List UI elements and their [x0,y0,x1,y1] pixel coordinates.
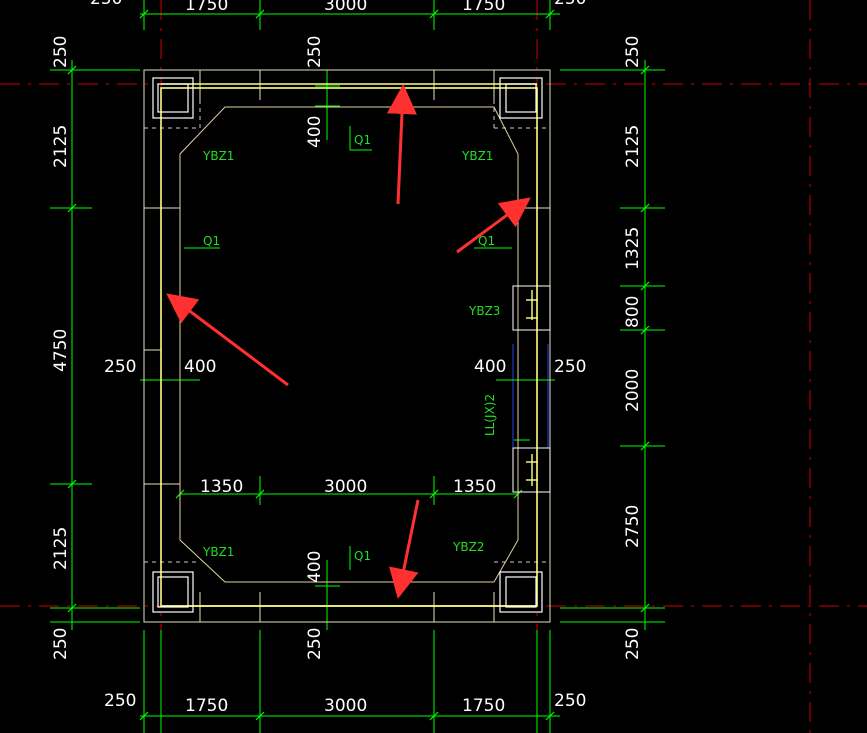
label-q1-bottom: Q1 [354,549,371,563]
label-ybz3: YBZ3 [468,304,500,318]
hidden-lines [144,100,550,563]
dim-bot-1750-a: 1750 [185,696,228,716]
dim-right-2125: 2125 [623,125,643,168]
dim-mid-left-250: 250 [104,357,136,377]
dim-right-1325: 1325 [623,227,643,270]
wall-lines [160,83,538,607]
arrow-right [456,197,531,254]
dim-left-4750: 4750 [51,329,71,372]
dim-left-2125-b: 2125 [51,527,71,570]
dim-left-250-top: 250 [51,36,71,68]
inner-opening [179,106,519,583]
corner-columns [152,77,543,613]
dimension-ticks [67,9,650,721]
dim-right-250-bot: 250 [623,628,643,660]
dim-top-left: 250 [90,0,122,9]
label-q1-left: Q1 [203,234,220,248]
label-ybz2-bottom-right: YBZ2 [452,540,484,554]
dim-inner-250-bot: 250 [305,628,325,660]
dim-top-1750-a: 1750 [185,0,228,15]
arrow-top [386,84,417,205]
dim-top-right: 250 [554,0,586,9]
label-q1-right: Q1 [478,234,495,248]
dim-inner-1350-a: 1350 [200,477,243,497]
dim-top-1750-b: 1750 [462,0,505,15]
opening-columns [512,285,551,493]
label-q1-top: Q1 [354,133,371,147]
dim-mid-right-250: 250 [554,357,586,377]
dim-right-2750: 2750 [623,505,643,548]
dim-bot-3000: 3000 [324,696,367,716]
label-ybz1-top-right: YBZ1 [461,149,493,163]
dim-right-2000: 2000 [623,369,643,412]
dim-inner-250-top: 250 [305,36,325,68]
label-coupling-beam: LL(JX)2 [483,394,497,436]
dim-inner-3000: 3000 [324,477,367,497]
arrow-left [166,293,289,387]
dim-right-800: 800 [623,296,643,328]
dim-bot-left: 250 [104,691,136,711]
dim-bot-right: 250 [554,691,586,711]
dim-bot-1750-b: 1750 [462,696,505,716]
dim-inner-1350-b: 1350 [453,477,496,497]
dim-left-250-bot: 250 [51,628,71,660]
dim-right-250-top: 250 [623,36,643,68]
label-ybz1-bottom-left: YBZ1 [202,545,234,559]
label-ybz1-top-left: YBZ1 [202,149,234,163]
dim-left-2125-a: 2125 [51,125,71,168]
annotation-arrows [166,84,531,599]
dim-mid-right-400: 400 [474,357,506,377]
arrow-bottom [389,499,420,599]
dim-inner-400-top: 400 [305,116,325,148]
dim-mid-left-400: 400 [184,357,216,377]
dim-inner-400-bot: 400 [305,551,325,583]
dim-top-3000: 3000 [324,0,367,15]
